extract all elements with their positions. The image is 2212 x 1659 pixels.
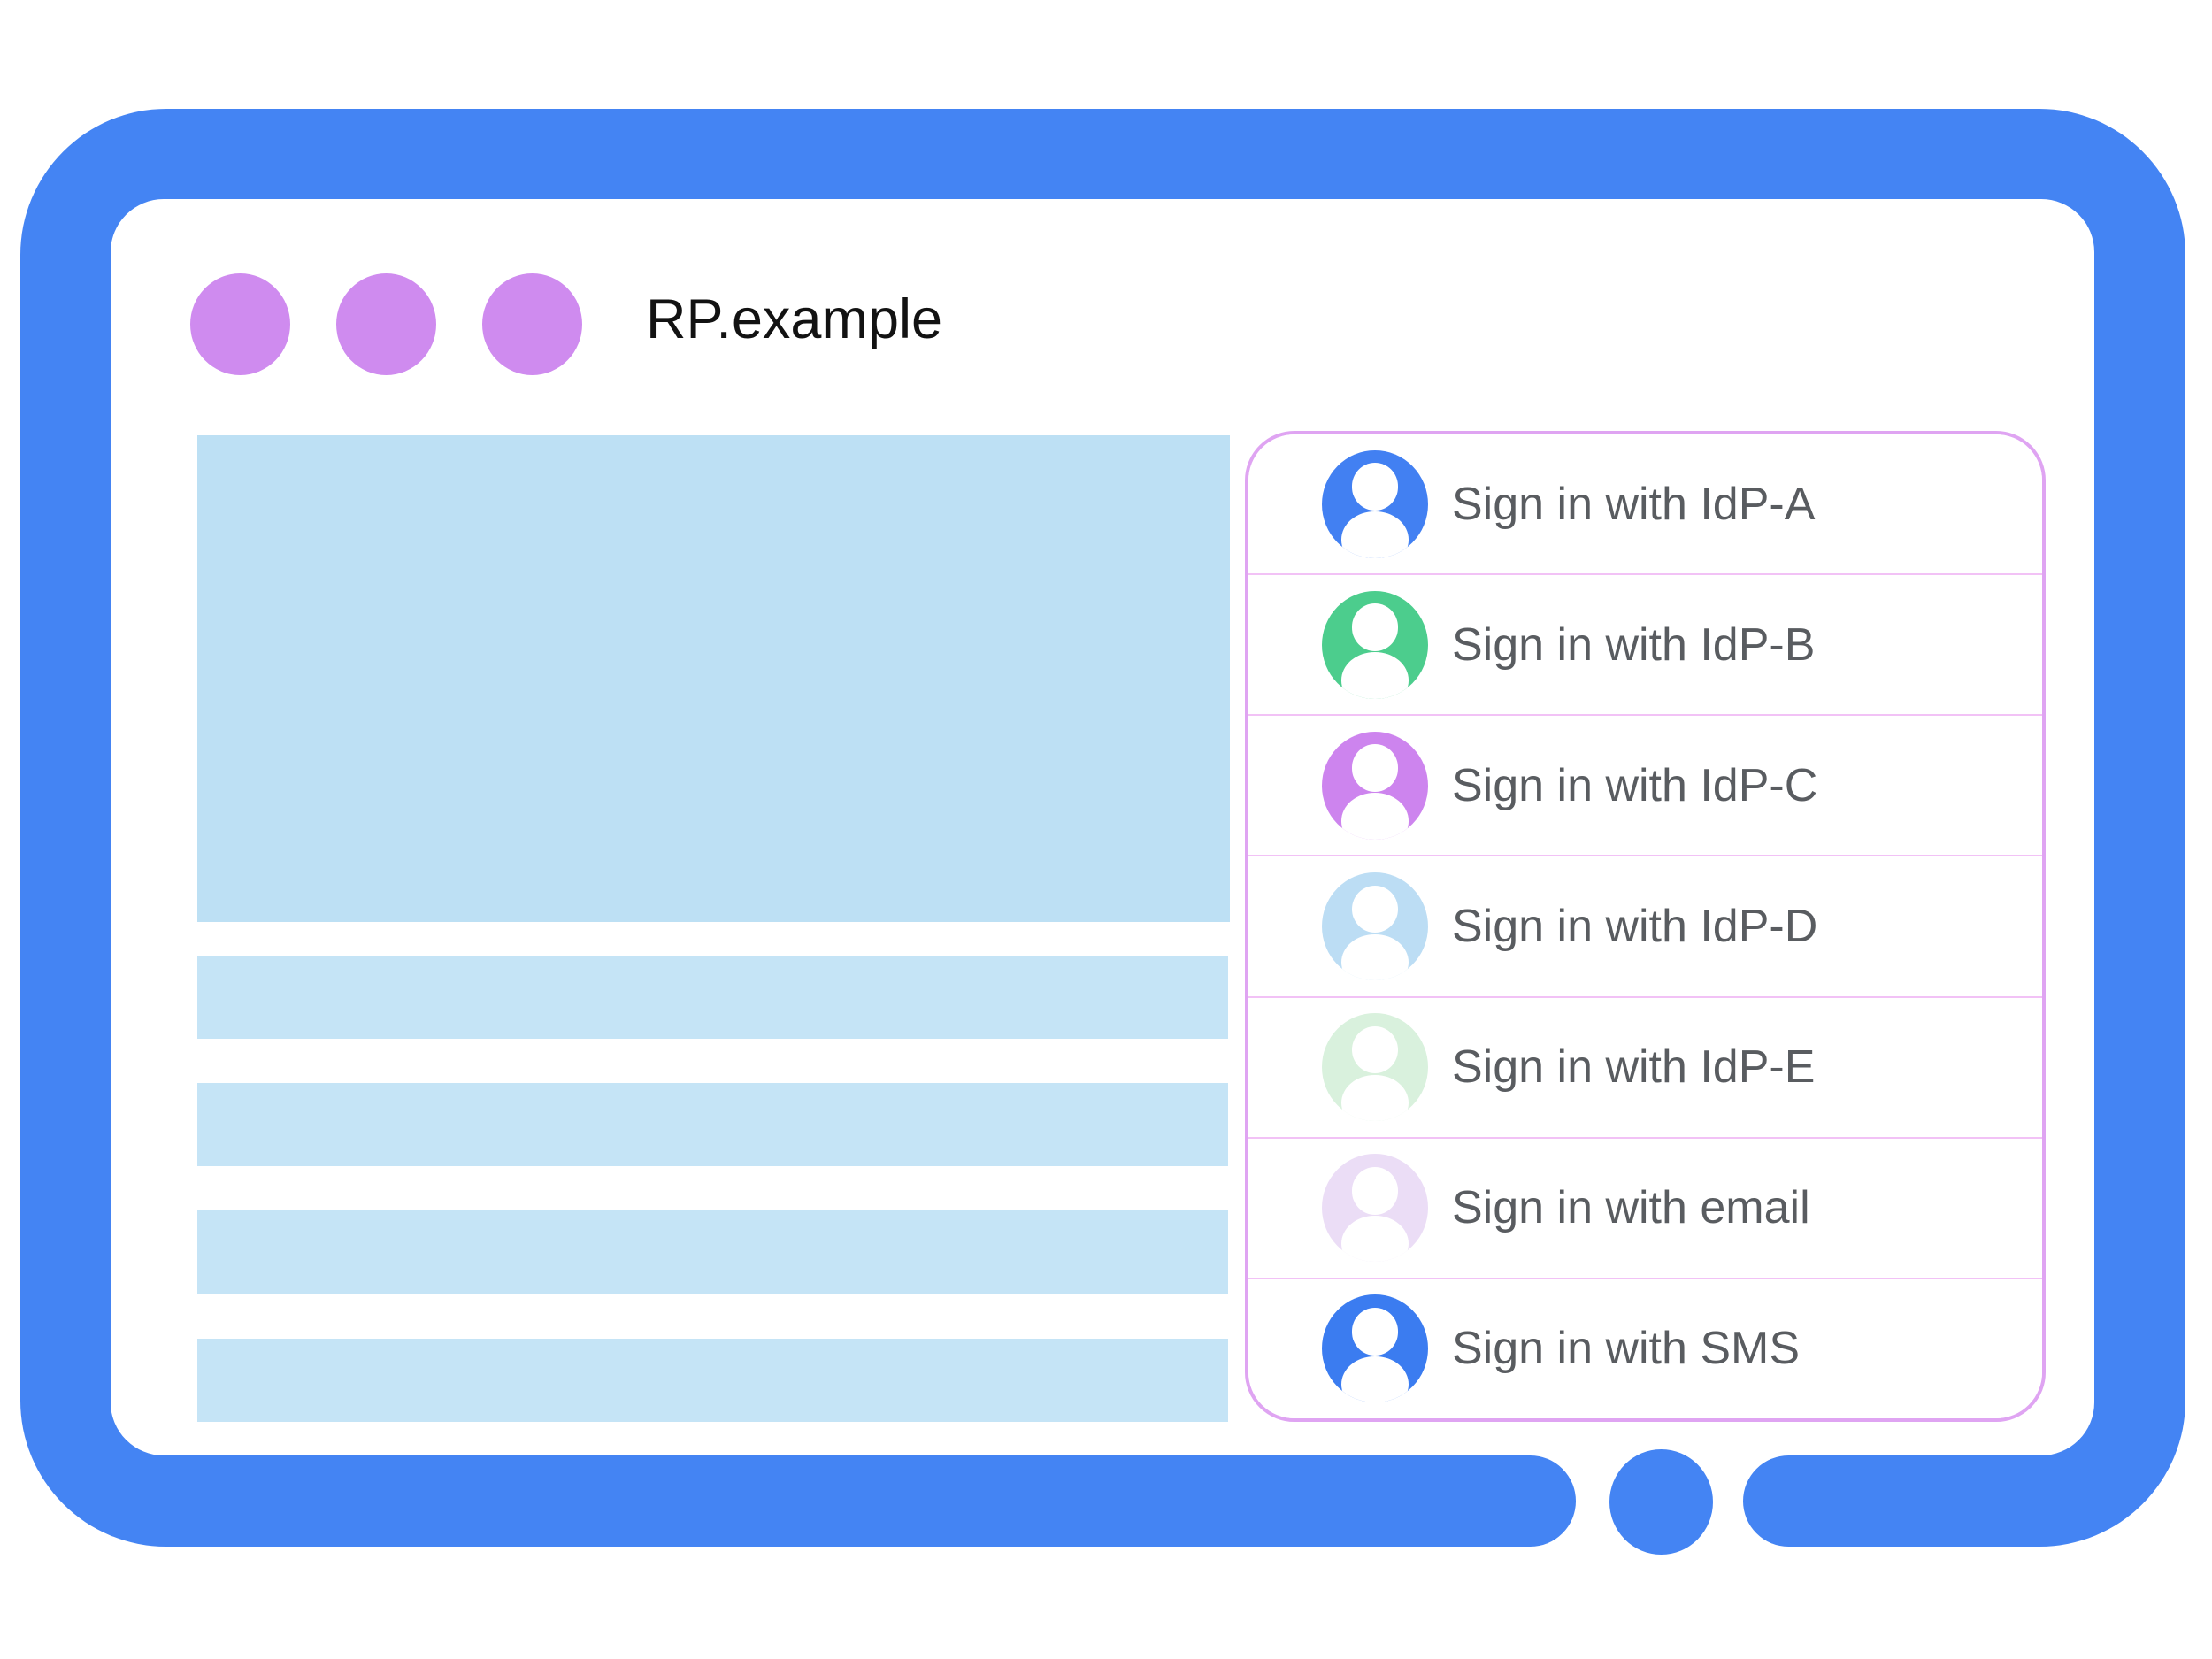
signin-option-label: Sign in with IdP-E (1452, 1041, 1816, 1094)
home-button-icon[interactable] (1609, 1449, 1713, 1555)
signin-option-idp-b[interactable]: Sign in with IdP-B (1248, 575, 2042, 717)
signin-option-label: Sign in with IdP-B (1452, 618, 1816, 671)
window-control-dot-3[interactable] (482, 273, 582, 375)
content-placeholder-bar (197, 956, 1228, 1039)
user-avatar-icon (1322, 1294, 1428, 1403)
signin-option-sms[interactable]: Sign in with SMS (1248, 1279, 2042, 1418)
content-placeholder-bar (197, 1339, 1228, 1422)
signin-option-email[interactable]: Sign in with email (1248, 1138, 2042, 1279)
signin-option-label: Sign in with IdP-C (1452, 759, 1818, 811)
site-title: RP.example (646, 288, 943, 350)
signin-option-idp-a[interactable]: Sign in with IdP-A (1248, 434, 2042, 576)
window-control-dot-1[interactable] (190, 273, 290, 375)
window-control-dot-2[interactable] (336, 273, 436, 375)
signin-option-idp-e[interactable]: Sign in with IdP-E (1248, 997, 2042, 1139)
signin-option-label: Sign in with email (1452, 1182, 1810, 1234)
user-avatar-icon (1322, 731, 1428, 840)
signin-chooser-panel: Sign in with IdP-A Sign in with IdP-B Si… (1245, 431, 2046, 1422)
signin-option-idp-d[interactable]: Sign in with IdP-D (1248, 856, 2042, 998)
signin-option-label: Sign in with IdP-D (1452, 900, 1818, 952)
frame-bottom-bar-left (1441, 1455, 1576, 1547)
signin-option-label: Sign in with IdP-A (1452, 478, 1816, 530)
user-avatar-icon (1322, 590, 1428, 699)
content-placeholder-bar (197, 1210, 1228, 1294)
signin-option-label: Sign in with SMS (1452, 1323, 1801, 1375)
frame-bottom-bar-right (1743, 1455, 1878, 1547)
user-avatar-icon (1322, 449, 1428, 558)
user-avatar-icon (1322, 872, 1428, 980)
user-avatar-icon (1322, 1013, 1428, 1122)
signin-option-idp-c[interactable]: Sign in with IdP-C (1248, 716, 2042, 857)
content-placeholder-bar (197, 1083, 1228, 1166)
user-avatar-icon (1322, 1154, 1428, 1263)
content-placeholder-hero (197, 435, 1230, 922)
